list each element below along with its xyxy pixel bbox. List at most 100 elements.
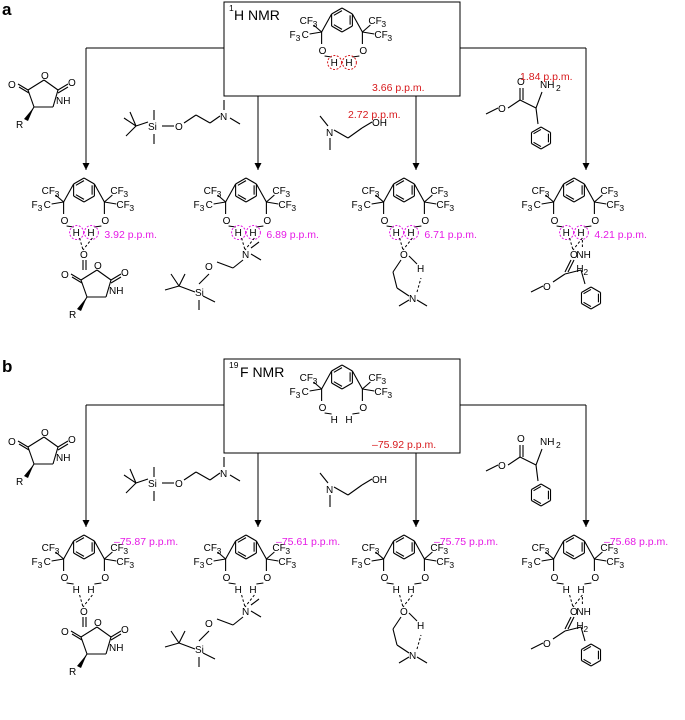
ring-double-bond [75, 194, 85, 200]
cf3-label: CF [374, 387, 387, 398]
ring-bond [531, 500, 542, 507]
bond [250, 610, 262, 618]
amine-nitrogen: N [326, 485, 333, 496]
f3c-f: F [193, 557, 199, 568]
cf3-subscript: 3 [443, 189, 448, 199]
bond [309, 31, 322, 35]
bond [71, 276, 83, 284]
bond [375, 194, 384, 203]
ether-oxygen: O [205, 619, 213, 630]
hydroxyl: OH [372, 475, 387, 486]
f3c-sub: 3 [200, 203, 205, 213]
dimethylaminoethanol: NOH [319, 115, 387, 150]
hydroxyl-h-left: H [73, 585, 80, 596]
acceptor-oxygen: O [570, 607, 578, 618]
f3c-f: F [31, 200, 37, 211]
bond [70, 273, 82, 281]
bond [104, 558, 117, 562]
ring-bond [403, 177, 415, 185]
bond [198, 273, 210, 285]
f3c-f: F [351, 200, 357, 211]
bond [530, 642, 544, 650]
panel-letter: b [2, 357, 12, 376]
arrow-head [82, 163, 90, 170]
ring-bond [393, 177, 405, 185]
hydroxyl-h-right: H [577, 585, 584, 596]
bond [250, 253, 262, 261]
benzene-ring [73, 534, 95, 560]
oxygen-right: O [359, 403, 367, 414]
wedge-bond [24, 107, 34, 121]
bond [135, 478, 149, 484]
silicon: Si [148, 122, 157, 133]
bond [183, 471, 197, 481]
bond [564, 259, 572, 273]
cf3-subscript: 3 [387, 33, 392, 43]
cf3-label: CF [362, 543, 375, 554]
cf3-subscript: 3 [123, 546, 128, 556]
complex-shift-label: 3.92 p.p.m. [104, 229, 157, 241]
acceptor-oxygen: O [400, 250, 408, 261]
cf3-label: CF [600, 543, 613, 554]
arrow-head [412, 163, 420, 170]
bond [123, 474, 137, 484]
hydrogen-bond [402, 237, 413, 251]
complex-nh: NH [576, 607, 590, 618]
ring-double-bond [565, 180, 575, 186]
bond [371, 201, 384, 205]
bond [414, 225, 422, 228]
amine-nitrogen: N [220, 469, 227, 480]
oxygen-right: O [591, 573, 599, 584]
bond [52, 446, 59, 465]
carbonyl-oxygen: O [121, 625, 129, 636]
acceptor-nitrogen: N [242, 250, 249, 261]
hydroxyl-h-right: H [577, 228, 584, 239]
r-group: R [16, 477, 23, 488]
bond [216, 261, 234, 269]
bond [408, 255, 418, 265]
bond [383, 540, 395, 560]
oxygen-left: O [223, 216, 231, 227]
r-group: R [16, 120, 23, 131]
ring-bond [331, 364, 343, 372]
cf3-subscript: 3 [123, 189, 128, 199]
ring-double-bond [533, 128, 542, 135]
ring-double-bond [395, 194, 405, 200]
bond [202, 295, 216, 303]
reaction-arrow [412, 96, 420, 170]
bond [347, 484, 363, 496]
bond [556, 582, 564, 585]
oxygen-left: O [381, 216, 389, 227]
bond [66, 582, 74, 585]
oxygen-left: O [61, 573, 69, 584]
subscript: 2 [583, 267, 588, 277]
arrow-head [412, 520, 420, 527]
hydroxyl-h: H [417, 264, 424, 275]
bond [232, 259, 244, 269]
bond [232, 616, 244, 626]
bond [414, 582, 422, 585]
acceptor-oxygen: O [400, 607, 408, 618]
bond [541, 558, 554, 562]
bond [319, 115, 329, 127]
ring-bond [540, 483, 551, 490]
amine-nitrogen: N [409, 294, 416, 305]
bond [51, 558, 64, 562]
bond [594, 201, 607, 205]
